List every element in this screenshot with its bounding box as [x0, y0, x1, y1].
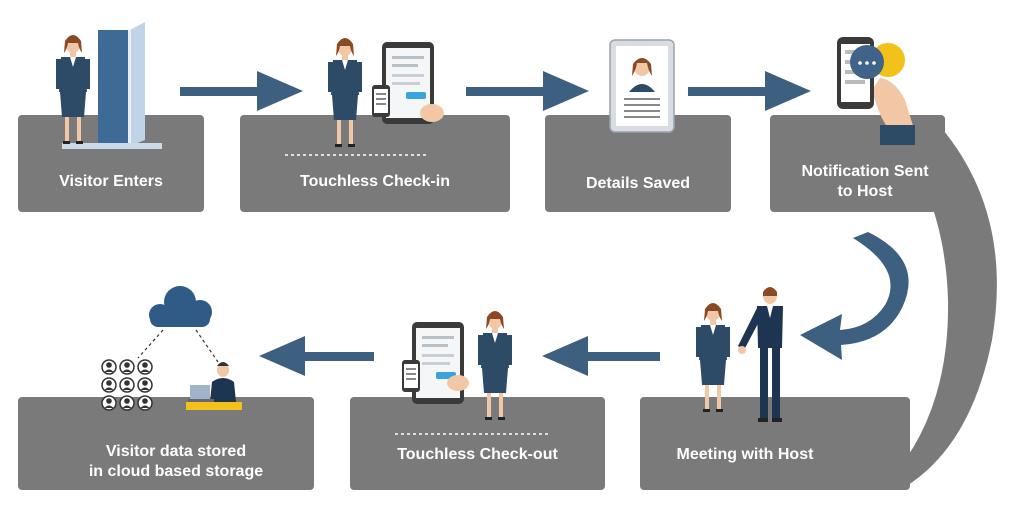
flow-arrow-icon	[466, 71, 589, 111]
step-label-cloud-line2: in cloud based storage	[18, 462, 334, 482]
flow-arrow-icon	[180, 71, 303, 111]
laptop-user-icon	[186, 362, 242, 410]
dashed-link	[196, 330, 218, 362]
step-label-meeting-host: Meeting with Host	[645, 445, 845, 465]
phone-icon	[372, 85, 390, 117]
step-label-cloud-line1: Visitor data stored	[18, 442, 334, 462]
step-label-visitor-enters: Visitor Enters	[18, 172, 204, 192]
step-label-notification-line1: Notification Sent	[770, 162, 960, 182]
step-label-touchless-checkin: Touchless Check-in	[240, 172, 510, 192]
cloud-icon	[149, 286, 212, 327]
hand-icon	[447, 375, 469, 391]
visitor-avatars-icon	[102, 360, 152, 410]
flow-arrow-icon	[542, 336, 660, 376]
step-label-details-saved: Details Saved	[545, 174, 731, 194]
band-touchless-checkin	[240, 115, 510, 212]
step-label-notification-line2: to Host	[770, 182, 960, 202]
dashed-link	[138, 330, 163, 358]
flow-arrow-icon	[688, 71, 811, 111]
phone-icon	[402, 360, 420, 392]
step-label-touchless-checkout: Touchless Check-out	[350, 445, 605, 465]
band-touchless-checkout	[350, 397, 605, 490]
curved-arrow-icon	[800, 232, 909, 360]
flow-arrow-icon	[259, 336, 374, 376]
profile-card-icon	[610, 40, 674, 132]
hand-icon	[420, 104, 444, 122]
